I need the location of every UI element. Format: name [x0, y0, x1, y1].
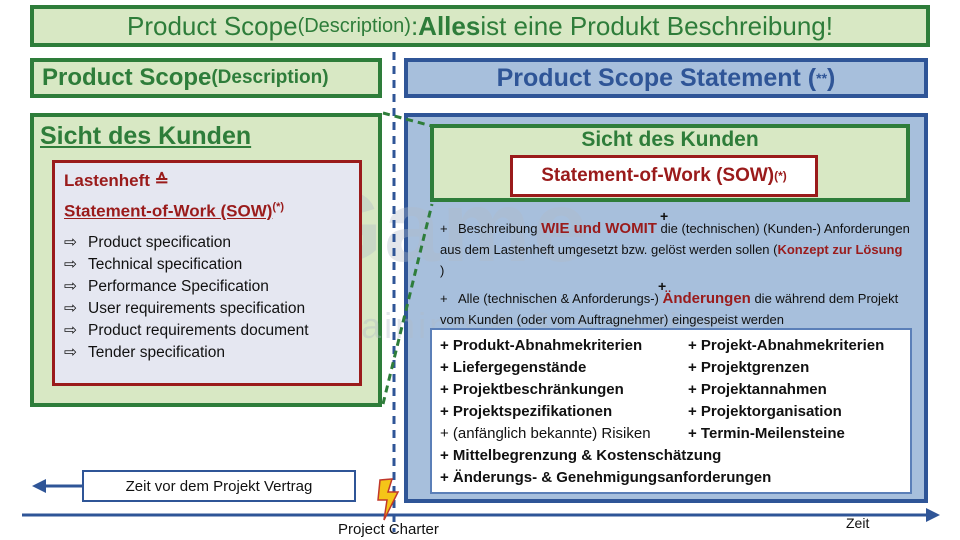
arrow-icon: ⇨	[64, 344, 77, 361]
list-item: + Projektorganisation	[688, 403, 842, 420]
list-item: ⇨Product specification	[64, 232, 309, 254]
list-item: + Projektannahmen	[688, 381, 827, 398]
criteria-list-right: + Projekt-Abnahmekriterien + Projektgren…	[688, 335, 884, 445]
plus-icon: +	[440, 291, 448, 306]
title-part-2: (Description)	[297, 14, 411, 37]
title-part-4: Alles	[418, 10, 481, 41]
product-scope-description-title: Product Scope (Description)	[30, 58, 382, 98]
criteria-list-left: + Produkt-Abnahmekriterien + Liefergegen…	[440, 335, 771, 489]
list-item: + Produkt-Abnahmekriterien	[440, 337, 643, 354]
arrow-icon: ⇨	[64, 234, 77, 251]
arrow-icon: ⇨	[64, 322, 77, 339]
time-before-contract-label: Zeit vor dem Projekt Vertrag	[82, 470, 356, 502]
lastenheft-box	[52, 160, 362, 386]
list-item: + Änderungs- & Genehmigungsanforderungen	[440, 469, 772, 486]
time-axis-label: Zeit	[846, 515, 870, 531]
sow-box: Statement-of-Work (SOW) (*)	[510, 155, 818, 197]
lastenheft-title: Lastenheft ≙ Statement-of-Work (SOW)(*)	[64, 171, 285, 221]
list-item: ⇨Product requirements document	[64, 320, 309, 342]
customer-view-heading-left: Sicht des Kunden	[40, 122, 252, 150]
connector-bottom	[381, 203, 434, 405]
list-item: + Mittelbegrenzung & Kostenschätzung	[440, 447, 722, 464]
title-part-1: Product Scope	[127, 10, 298, 41]
list-item: + Projektspezifikationen	[440, 403, 613, 420]
list-item: + (anfänglich bekannte) Risiken	[440, 425, 651, 442]
list-item: + Projektgrenzen	[688, 359, 810, 376]
page-title: Product Scope (Description) : Alles ist …	[30, 5, 930, 47]
arrow-icon: ⇨	[64, 278, 77, 295]
project-charter-label: Project Charter	[338, 521, 439, 538]
list-item: + Liefergegenstände	[440, 359, 587, 376]
arrow-icon: ⇨	[64, 256, 77, 273]
arrow-icon: ⇨	[64, 300, 77, 317]
customer-view-heading-right: Sicht des Kunden	[581, 128, 759, 151]
plus-icon: +	[440, 221, 448, 236]
plus-icon: +	[660, 208, 669, 224]
list-item: ⇨Performance Specification	[64, 276, 309, 298]
specification-list: ⇨Product specification ⇨Technical specif…	[64, 232, 309, 364]
list-item: ⇨User requirements specification	[64, 298, 309, 320]
before-arrowhead	[32, 479, 46, 493]
plus-icon: +	[658, 278, 667, 294]
description-changes: + +Alle (technischen & Anforderungs-) Än…	[440, 278, 899, 327]
list-item: + Termin-Meilensteine	[688, 425, 845, 442]
list-item: ⇨Technical specification	[64, 254, 309, 276]
list-item: ⇨Tender specification	[64, 342, 309, 364]
list-item: + Projekt-Abnahmekriterien	[688, 337, 885, 354]
timeline-arrowhead	[926, 508, 940, 522]
list-item: + Projektbeschränkungen	[440, 381, 624, 398]
criteria-box	[430, 328, 912, 494]
title-part-3: :	[410, 10, 419, 41]
product-scope-statement-title: Product Scope Statement (**)	[404, 58, 928, 98]
lightning-icon	[377, 478, 400, 521]
connector-top	[382, 111, 433, 128]
title-part-5: ist eine Produkt Beschreibung!	[480, 10, 833, 41]
description-how-with: + +Beschreibung WIE und WOMIT die (techn…	[440, 208, 910, 278]
